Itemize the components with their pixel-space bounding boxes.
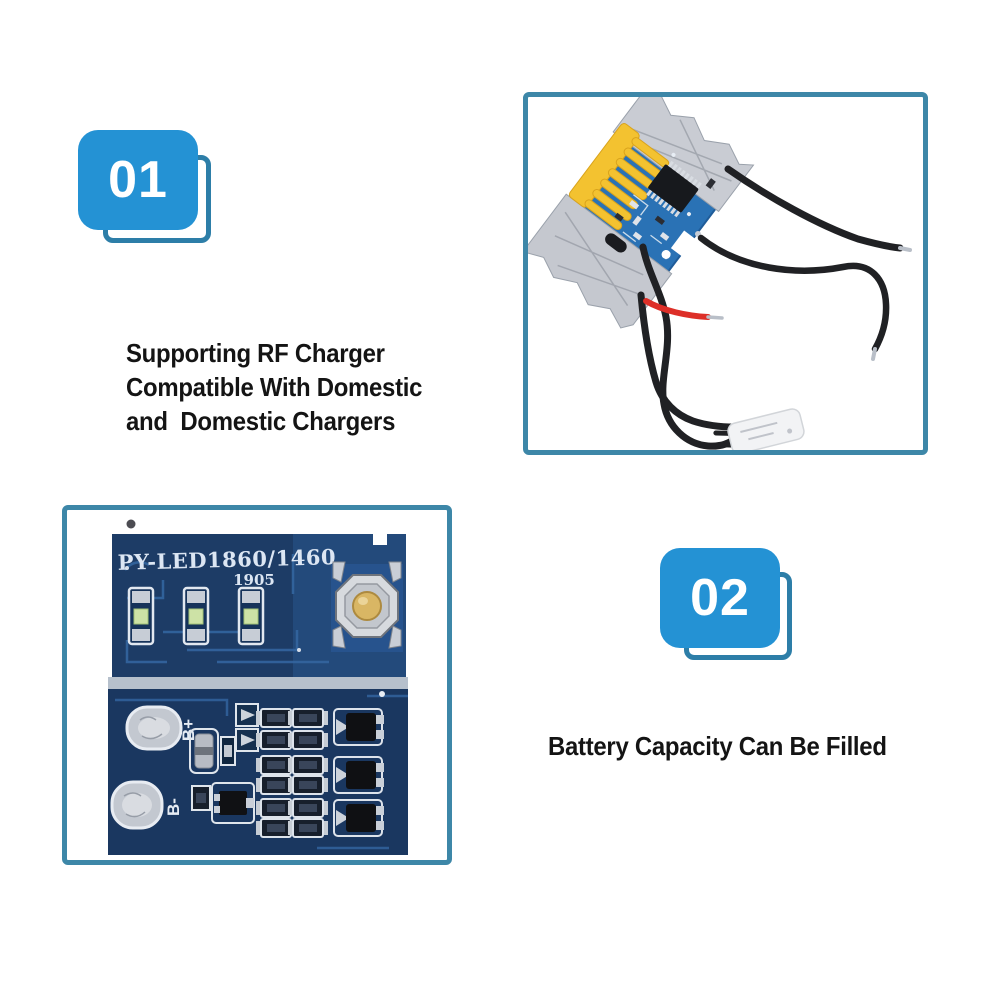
- pad-b-minus: B-: [110, 780, 183, 830]
- led-board-top: PY-LED1860/1460 1905: [112, 534, 406, 677]
- capacitor: [189, 728, 219, 774]
- red-wire: [643, 298, 711, 320]
- yellow-connector: [568, 123, 670, 231]
- bms-board-photo: [528, 97, 912, 450]
- chip-resistor: [191, 785, 211, 811]
- photo-bms-board-frame: [523, 92, 928, 455]
- pad-b-plus-label: B+: [179, 719, 198, 741]
- thermal-protector: [713, 408, 805, 450]
- board-notch: [670, 230, 697, 258]
- board-hole: [661, 249, 671, 259]
- led-board-bottom: B+ B-: [108, 689, 408, 855]
- photo-led-board-frame: PY-LED1860/1460 1905: [62, 505, 452, 865]
- photo-speck: [126, 519, 136, 529]
- led-2: [182, 586, 210, 646]
- diode-pads: [235, 703, 259, 752]
- step-1-caption: Supporting RF Charger Compatible With Do…: [126, 338, 423, 436]
- silkscreen-year: 1905: [233, 571, 275, 589]
- sot-transistor: [211, 782, 255, 824]
- led-board-photo: PY-LED1860/1460 1905: [108, 519, 408, 855]
- nickel-strip-bottom: [528, 193, 673, 329]
- led-3: [237, 586, 265, 646]
- step-2-caption: Battery Capacity Can Be Filled: [548, 731, 887, 761]
- wires: [637, 165, 912, 450]
- small-component: [220, 736, 236, 766]
- step-2-badge: 02: [660, 548, 780, 648]
- silkscreen-title: PY-LED1860/1460: [117, 544, 336, 575]
- tactile-button: [331, 561, 403, 652]
- pad-b-minus-label: B-: [164, 798, 183, 816]
- pad-b-plus: B+: [125, 705, 198, 751]
- step-1-badge: 01: [78, 130, 198, 230]
- ic-chip: [646, 160, 702, 218]
- led-1: [127, 586, 155, 646]
- board-gap: [108, 677, 408, 689]
